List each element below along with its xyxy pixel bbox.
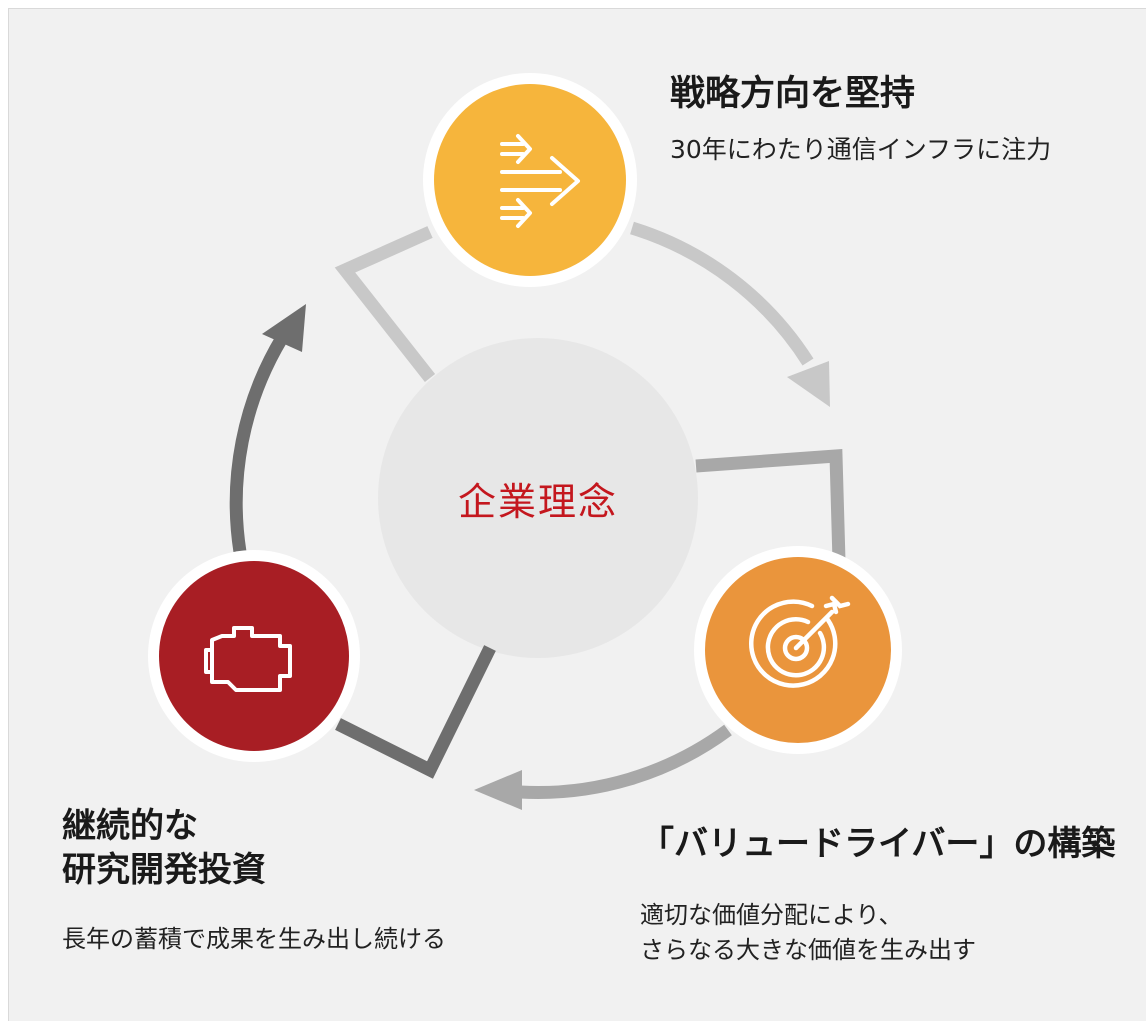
arrowhead-right-bottom <box>474 770 522 810</box>
arrows-forward-icon <box>500 134 580 228</box>
node-right-title: 「バリュードライバー」の構築 <box>640 824 1116 864</box>
engine-icon <box>204 626 292 692</box>
node-right-description: 適切な価値分配により、 さらなる大きな価値を生み出す <box>640 898 976 968</box>
arrowhead-left-top <box>262 304 306 352</box>
center-circle <box>378 338 698 658</box>
node-right-circle <box>705 557 891 743</box>
node-right-description-line-1: 適切な価値分配により、 <box>640 901 903 929</box>
node-top-description: 30年にわたり通信インフラに注力 <box>670 135 1052 164</box>
arrow-left-to-top <box>229 334 496 779</box>
node-top-title: 戦略方向を堅持 <box>670 74 916 114</box>
node-left-circle <box>159 561 349 751</box>
node-left-title: 継続的な 研究開発投資 <box>62 804 266 892</box>
center-label: 企業理念 <box>457 479 618 524</box>
node-left-description: 長年の蓄積で成果を生み出し続ける <box>62 925 446 953</box>
node-left-title-line-2: 研究開発投資 <box>62 850 266 891</box>
node-top-circle <box>434 84 626 276</box>
target-icon <box>749 595 851 688</box>
node-left-title-line-1: 継続的な <box>62 806 198 846</box>
node-right-description-line-2: さらなる大きな価値を生み出す <box>640 935 976 964</box>
arrowhead-top-right <box>787 361 830 407</box>
arrow-right-to-bottom <box>519 449 847 799</box>
arrow-top-to-right <box>334 221 814 383</box>
